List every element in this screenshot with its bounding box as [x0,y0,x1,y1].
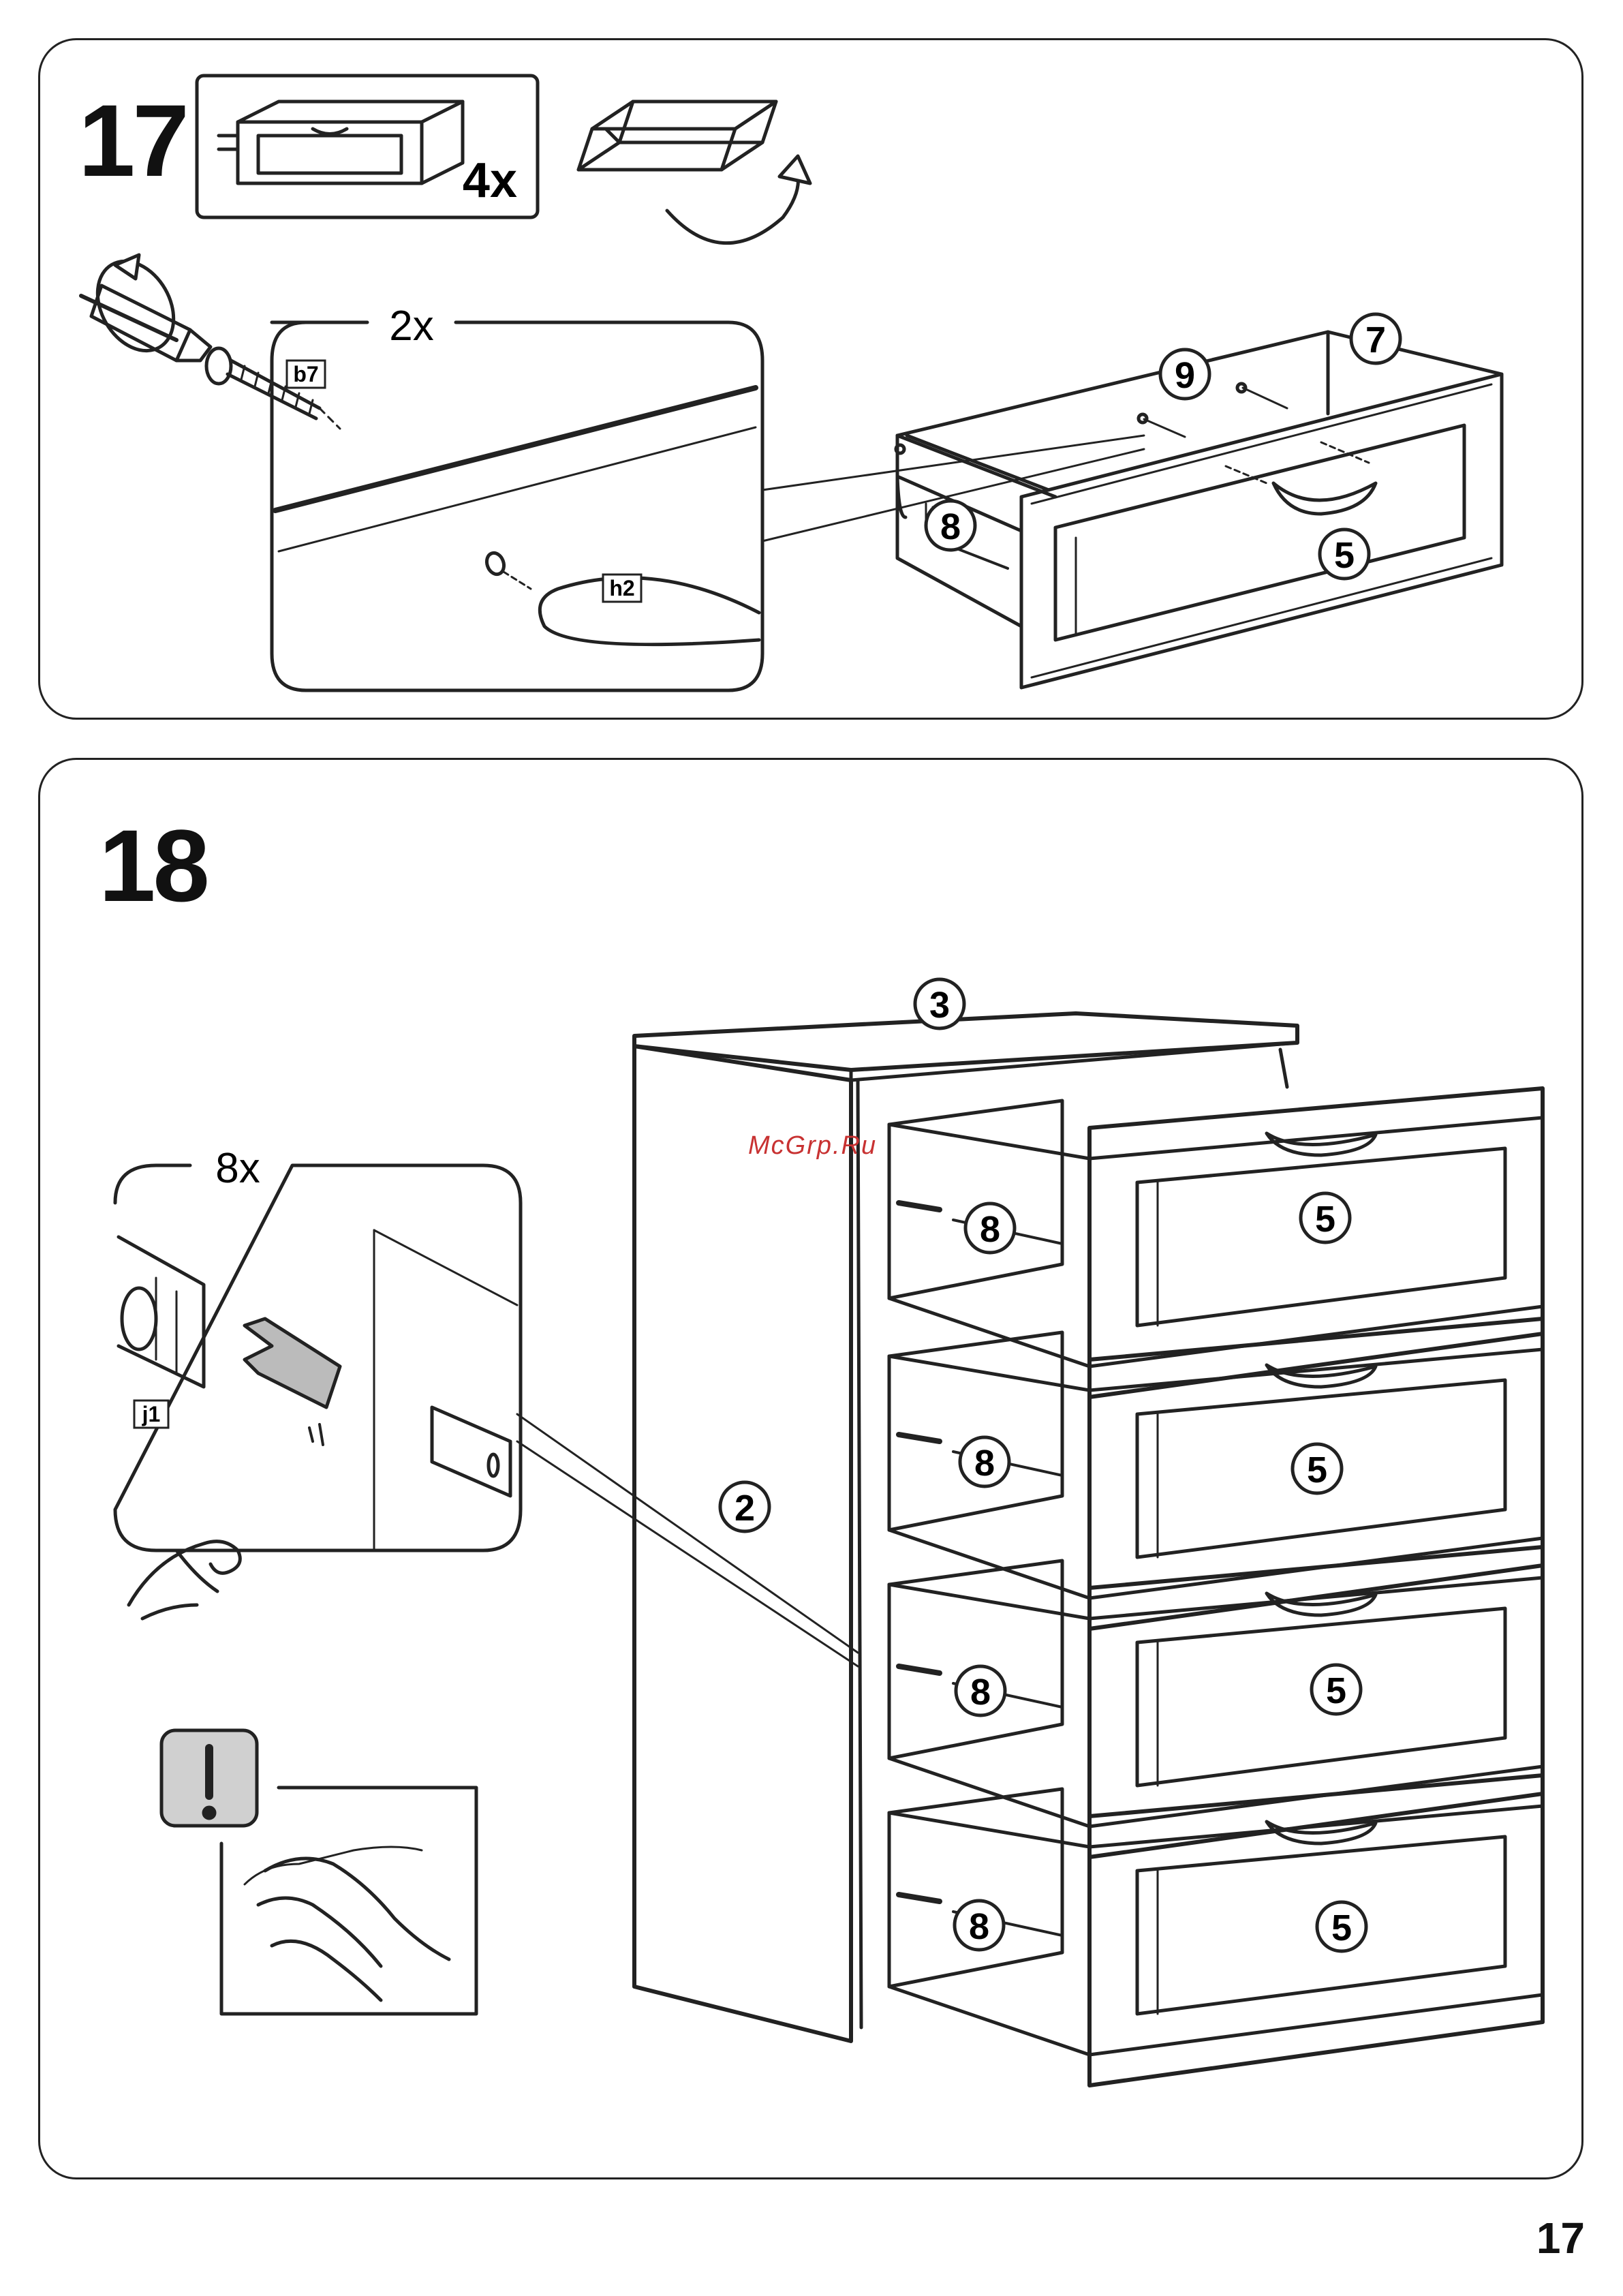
svg-text:5: 5 [1331,1908,1352,1948]
slide-arrow-2 [899,1435,940,1441]
watermark: McGrp.Ru [748,1131,877,1161]
chest-side-panel [634,1046,851,2041]
callout-8-drawer-2: 8 [960,1437,1009,1486]
callout-8-drawer-1: 8 [965,1204,1015,1253]
push-arrow-icon [245,1319,340,1407]
slide-arrow-3 [899,1666,940,1673]
drawer-handle [1273,483,1376,514]
cleaning-hands-icon [258,1858,449,2000]
step-18-panel: 18 [38,758,1583,2179]
svg-text:2: 2 [735,1488,755,1529]
svg-text:b7: b7 [293,362,318,386]
part-label-h2: h2 [603,575,641,602]
drawer-quantity: 4x [463,153,517,208]
callout-5-drawer-2: 5 [1293,1444,1342,1493]
small-drawer-icon [238,102,463,122]
svg-text:3: 3 [929,985,950,1026]
callout-5-drawer-4: 5 [1317,1902,1366,1951]
svg-text:5: 5 [1326,1670,1346,1711]
drawer-front [1021,374,1502,688]
callout-8-drawer-4: 8 [955,1901,1004,1950]
hand-icon [129,1542,240,1619]
callout-8: 8 [926,501,975,550]
callout-5: 5 [1320,530,1369,579]
screw-quantity: 2x [389,303,433,350]
slide-quantity: 8x [215,1145,260,1192]
slide-mount-icon [432,1407,510,1496]
washer-icon [206,348,231,384]
handle-h2-icon [540,578,759,645]
step-17-illustration: 9 7 8 5 b7 h2 [40,40,1586,722]
svg-text:8: 8 [940,506,961,547]
callout-8-drawer-3: 8 [956,1666,1005,1715]
slide-arrow-1 [899,1203,940,1210]
svg-text:j1: j1 [142,1402,161,1426]
svg-text:5: 5 [1307,1450,1327,1490]
page-number: 17 [1536,2216,1585,2260]
svg-text:7: 7 [1365,320,1386,361]
step-18-illustration: 3 2 8 5 8 5 8 [40,760,1586,2182]
svg-text:5: 5 [1315,1199,1335,1240]
callout-3: 3 [915,979,964,1028]
part-label-b7: b7 [287,361,325,388]
callout-9: 9 [1160,350,1209,399]
svg-text:5: 5 [1334,535,1355,576]
cleaning-illustration-box [221,1788,476,2014]
svg-text:8: 8 [974,1443,995,1484]
svg-text:8: 8 [980,1209,1000,1250]
svg-text:9: 9 [1175,355,1195,396]
detail-zoom-box [272,322,762,690]
callout-7: 7 [1351,314,1400,363]
step-17-panel: 17 [38,38,1583,720]
callout-5-drawer-1: 5 [1301,1193,1350,1242]
svg-text:h2: h2 [609,576,634,600]
callout-2: 2 [720,1482,769,1531]
callout-5-drawer-3: 5 [1312,1665,1361,1714]
svg-text:8: 8 [969,1906,989,1947]
flip-drawer-icon [578,142,762,170]
drawer-body [897,332,1328,435]
slide-arrow-4 [899,1895,940,1901]
rotate-arrow-icon [667,170,799,243]
part-label-j1: j1 [134,1400,168,1428]
svg-text:8: 8 [970,1672,991,1713]
